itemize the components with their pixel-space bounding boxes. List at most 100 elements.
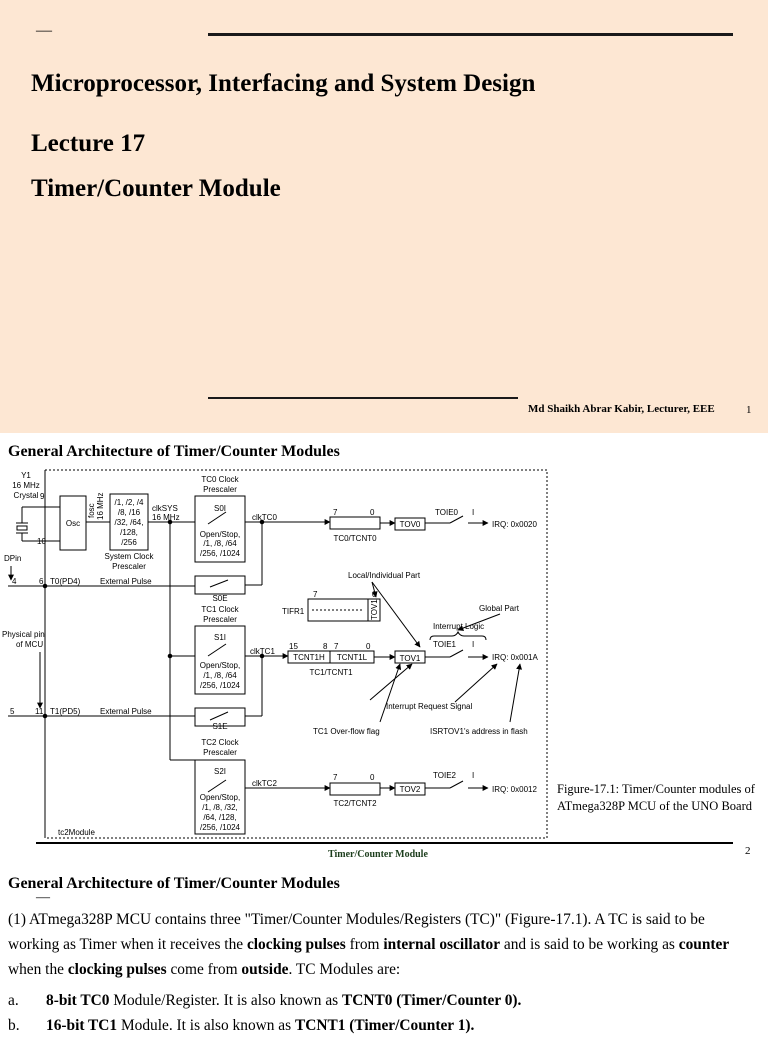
intro-text-4: when the bbox=[8, 961, 68, 978]
osc-block bbox=[59, 495, 87, 551]
prescaler-value-5: /256 bbox=[121, 538, 137, 547]
list-item-b: b.16-bit TC1 Module. It is also known as… bbox=[8, 1013, 748, 1038]
top-rule bbox=[208, 33, 733, 36]
s1e-block bbox=[194, 707, 246, 727]
tc1-prescaler-label-2: Prescaler bbox=[203, 615, 237, 624]
course-title: Microprocessor, Interfacing and System D… bbox=[31, 70, 536, 97]
intro-text-6: . TC Modules are: bbox=[288, 961, 401, 978]
physical-pin-label: Physical pin bbox=[2, 630, 45, 639]
external-pulse-1-label: External Pulse bbox=[100, 707, 152, 716]
clktc2-label: clkTC2 bbox=[252, 779, 277, 788]
tc1-bit8-label: 8 bbox=[323, 642, 328, 651]
tc0-option-2: /1, /8, /64 bbox=[203, 539, 237, 548]
local-part-label: Local/Individual Part bbox=[348, 571, 421, 580]
tc1-bit15-label: 15 bbox=[289, 642, 298, 651]
s1i-label: S1I bbox=[214, 633, 226, 642]
tc2-prescaler-label: TC2 Clock bbox=[201, 738, 239, 747]
tcnt2-register bbox=[329, 782, 381, 796]
item-a-text: Module/Register. It is also known as bbox=[109, 992, 342, 1009]
tov0-flag bbox=[394, 517, 426, 531]
tc0-bit7-label: 7 bbox=[333, 508, 338, 517]
clktc1-label: clkTC1 bbox=[250, 647, 275, 656]
i2-label: I bbox=[472, 771, 474, 780]
interrupt-request-label: Interrupt Request Signal bbox=[386, 702, 472, 711]
toie2-label: TOIE2 bbox=[433, 771, 457, 780]
fosc-mhz-label: 16 MHz bbox=[96, 492, 105, 520]
s0e-label: S0E bbox=[212, 594, 227, 603]
figure-caption: Figure-17.1: Timer/Counter modules of AT… bbox=[557, 782, 755, 813]
toie0-label: TOIE0 bbox=[435, 508, 459, 517]
tc0-prescaler-label: TC0 Clock bbox=[201, 475, 239, 484]
module-name-label: tc2Module bbox=[58, 828, 95, 837]
slide3-dash: — bbox=[36, 890, 50, 905]
tcnt1h-label: TCNT1H bbox=[293, 653, 325, 662]
tov2-label: TOV2 bbox=[400, 785, 421, 794]
irq0-label: IRQ: 0x0020 bbox=[492, 520, 537, 529]
tcnt1l-label: TCNT1L bbox=[337, 653, 368, 662]
tc0-prescaler-block bbox=[194, 495, 246, 563]
crystal-label-name: Crystal bbox=[14, 491, 39, 500]
pin-5-label: 5 bbox=[10, 707, 15, 716]
prescaler-value-3: /32, /64, bbox=[115, 518, 144, 527]
tc2-option-1: Open/Stop, bbox=[200, 793, 240, 802]
tc0-option-1: Open/Stop, bbox=[200, 530, 240, 539]
s0i-label: S0I bbox=[214, 504, 226, 513]
tcnt1-label: TC1/TCNT1 bbox=[309, 668, 353, 677]
prescaler-value-2: /8, /16 bbox=[118, 508, 141, 517]
tc1-overflow-label: TC1 Over-flow flag bbox=[313, 727, 380, 736]
tc2-option-3: /64, /128, bbox=[203, 813, 236, 822]
tov2-flag bbox=[394, 782, 426, 796]
slide-2: General Architecture of Timer/Counter Mo… bbox=[0, 433, 768, 870]
system-prescaler-label: Prescaler bbox=[112, 562, 146, 571]
intro-bold-2: internal oscillator bbox=[383, 936, 501, 953]
pin-11-label: 11 bbox=[35, 707, 44, 716]
item-b-bold-1: 16-bit TC1 bbox=[46, 1017, 118, 1034]
tcnt0-register bbox=[329, 516, 381, 530]
intro-text-1: (1) ATmega328P MCU contains three "Timer… bbox=[8, 911, 705, 953]
prescaler-value-1: /1, /2, /4 bbox=[115, 498, 144, 507]
isr-address-label: ISRTOV1's address in flash bbox=[430, 727, 528, 736]
page-number-2: 2 bbox=[745, 845, 751, 857]
t1-pin-label: T1(PD5) bbox=[50, 707, 81, 716]
prescaler-value-4: /128, bbox=[120, 528, 138, 537]
s2i-label: S2I bbox=[214, 767, 226, 776]
intro-text-5: come from bbox=[166, 961, 242, 978]
tov1-label: TOV1 bbox=[400, 654, 421, 663]
slide2-footer: Timer/Counter Module bbox=[328, 849, 428, 860]
item-b-bold-2: TCNT1 (Timer/Counter 1). bbox=[294, 1017, 475, 1034]
global-part-label: Global Part bbox=[479, 604, 520, 613]
slide2-heading: General Architecture of Timer/Counter Mo… bbox=[8, 443, 340, 460]
slide-3: General Architecture of Timer/Counter Mo… bbox=[0, 870, 768, 1034]
irq1-label: IRQ: 0x001A bbox=[492, 653, 538, 662]
crystal-label-freq: 16 MHz bbox=[12, 481, 40, 490]
slide-1: — Microprocessor, Interfacing and System… bbox=[0, 0, 768, 433]
clksys-freq-label: 16 MHz bbox=[152, 513, 180, 522]
t0-pin-label: T0(PD4) bbox=[50, 577, 81, 586]
system-clock-label: System Clock bbox=[105, 552, 155, 561]
tc2-prescaler-block bbox=[194, 759, 246, 835]
external-pulse-0-label: External Pulse bbox=[100, 577, 152, 586]
item-b-text: Module. It is also known as bbox=[117, 1017, 295, 1034]
pin-9-label: 9 bbox=[40, 492, 45, 501]
pin-6-label: 6 bbox=[39, 577, 44, 586]
tc1-option-3: /256, /1024 bbox=[200, 681, 241, 690]
crystal-label-y1: Y1 bbox=[21, 471, 31, 480]
slide3-heading: General Architecture of Timer/Counter Mo… bbox=[8, 875, 340, 892]
dpin-label: DPin bbox=[4, 554, 21, 563]
i1-label: I bbox=[472, 640, 474, 649]
toie1-label: TOIE1 bbox=[433, 640, 457, 649]
tc1-prescaler-label: TC1 Clock bbox=[201, 605, 239, 614]
bottom-rule bbox=[208, 397, 518, 399]
tc0-prescaler-label-2: Prescaler bbox=[203, 485, 237, 494]
tc0-bit0-label: 0 bbox=[370, 508, 375, 517]
lecture-topic: Timer/Counter Module bbox=[31, 175, 281, 202]
physical-pin-label-2: of MCU bbox=[16, 640, 43, 649]
lecture-number: Lecture 17 bbox=[31, 130, 146, 157]
intro-text-2: from bbox=[345, 936, 384, 953]
author-name: Md Shaikh Abrar Kabir, Lecturer, EEE bbox=[528, 403, 715, 415]
tc1-prescaler-block bbox=[194, 625, 246, 695]
tcnt2-label: TC2/TCNT2 bbox=[333, 799, 377, 808]
tcnt0-label: TC0/TCNT0 bbox=[333, 534, 377, 543]
tifr1-label: TIFR1 bbox=[282, 607, 305, 616]
intro-paragraph: (1) ATmega328P MCU contains three "Timer… bbox=[8, 907, 738, 982]
